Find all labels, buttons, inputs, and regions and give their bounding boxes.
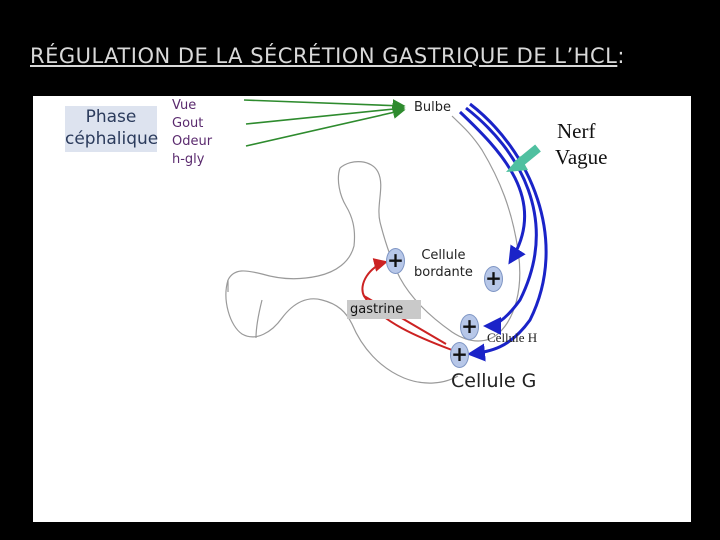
nerf-label-line1: Nerf — [555, 118, 607, 144]
nerf-label-line2: Vague — [555, 144, 607, 170]
bulbe-label: Bulbe — [414, 100, 451, 115]
phase-label-line2: céphalique — [65, 128, 157, 150]
stimulus-arrows — [244, 100, 404, 146]
arrow-vue — [244, 100, 404, 106]
bordante-label-line1: Cellule — [414, 247, 473, 264]
nerf-vague-label: Nerf Vague — [555, 118, 607, 170]
plus-icon-cellule-h: + — [460, 314, 479, 340]
plus-icon-cellule-g: + — [450, 342, 469, 368]
stimulus-gout: Gout — [172, 115, 212, 133]
phase-cephalique-box: Phase céphalique — [65, 106, 157, 152]
cellule-bordante-label: Cellule bordante — [414, 247, 473, 281]
stimulus-hgly: h-gly — [172, 151, 212, 169]
stimulus-vue: Vue — [172, 97, 212, 115]
bordante-label-line2: bordante — [414, 264, 473, 281]
stimulus-odeur: Odeur — [172, 133, 212, 151]
stimuli-list: Vue Gout Odeur h-gly — [172, 97, 212, 169]
cellule-h-label: Cellule H — [487, 330, 537, 346]
gastrine-label: gastrine — [347, 300, 421, 319]
plus-icon-bordante-gastrin: + — [386, 248, 405, 274]
cellule-g-label: Cellule G — [451, 370, 536, 392]
stomach-outline — [226, 116, 520, 383]
plus-icon-bordante-vagus: + — [484, 266, 503, 292]
phase-label-line1: Phase — [65, 106, 157, 128]
